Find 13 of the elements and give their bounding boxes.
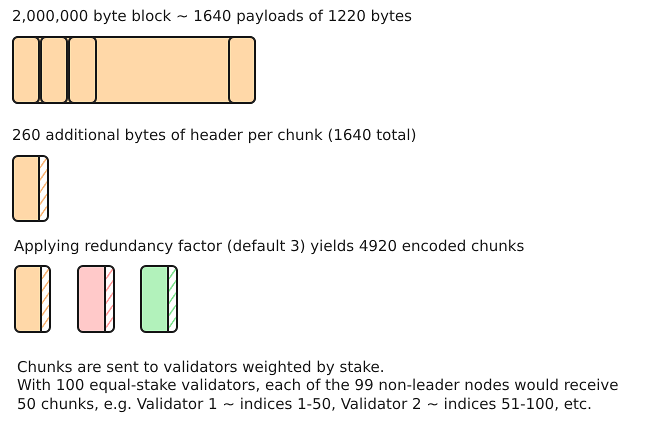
section-caption: Applying redundancy factor (default 3) yields 4920 encoded chunks (14, 236, 524, 256)
encoded-chunk (140, 265, 178, 333)
payload-chunk (228, 36, 256, 104)
block-caption: 2,000,000 byte block ~ 1640 payloads of 1220 bytes (12, 6, 412, 26)
payload-chunk (12, 36, 40, 104)
chunk-with-header (12, 155, 49, 222)
encoded-chunk (14, 265, 51, 333)
encoded-chunk (77, 265, 115, 333)
section-caption: 260 additional bytes of header per chunk (1640 total) (12, 125, 416, 145)
payload-chunk (40, 36, 68, 104)
payload-chunk (68, 36, 97, 104)
note-text: With 100 equal-stake validators, each of the 99 non-leader nodes would receive 50 chunks, e.g. Validator 1 ~ indices 1-50, Validator 2 ~ indices 51-100, etc. (17, 376, 620, 414)
note-text: Chunks are sent to validators weighted by stake. (17, 357, 385, 377)
